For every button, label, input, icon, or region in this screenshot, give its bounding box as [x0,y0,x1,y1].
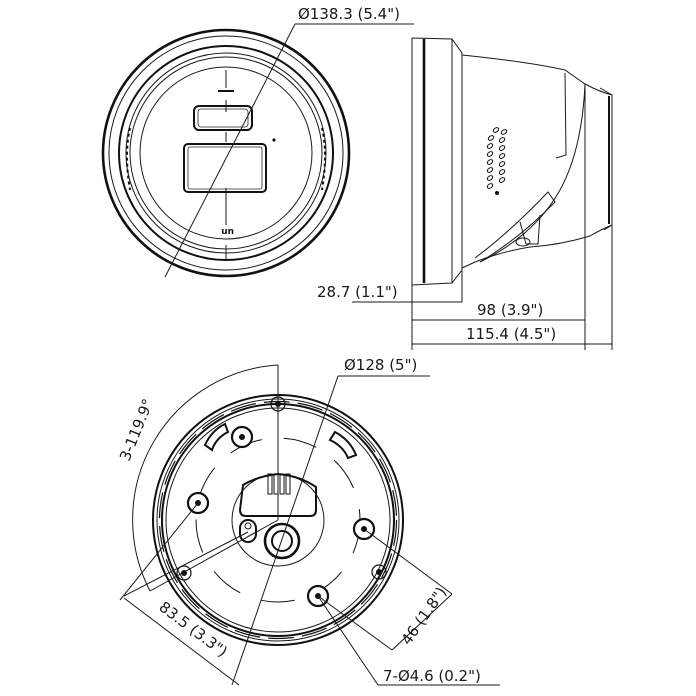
base-angle-label: 3-119.9° [116,396,157,463]
side-view [352,37,613,350]
side-base-depth-label: 28.7 (1.1") [317,283,398,301]
base-hole-spacing-long-label: 83.5 (3.3") [156,598,231,661]
side-body-depth-label: 98 (3.9") [477,301,543,319]
base-holes-label: 7-Ø4.6 (0.2") [383,667,481,685]
base-hole-spacing-short-label: 46 (1.8") [398,584,451,649]
front-view: un [101,23,414,278]
base-diameter-label: Ø128 (5") [344,356,417,374]
side-total-depth-label: 115.4 (4.5") [466,325,556,343]
front-logo: un [221,226,234,236]
bottom-view [119,364,500,686]
front-diameter-label: Ø138.3 (5.4") [298,5,400,23]
